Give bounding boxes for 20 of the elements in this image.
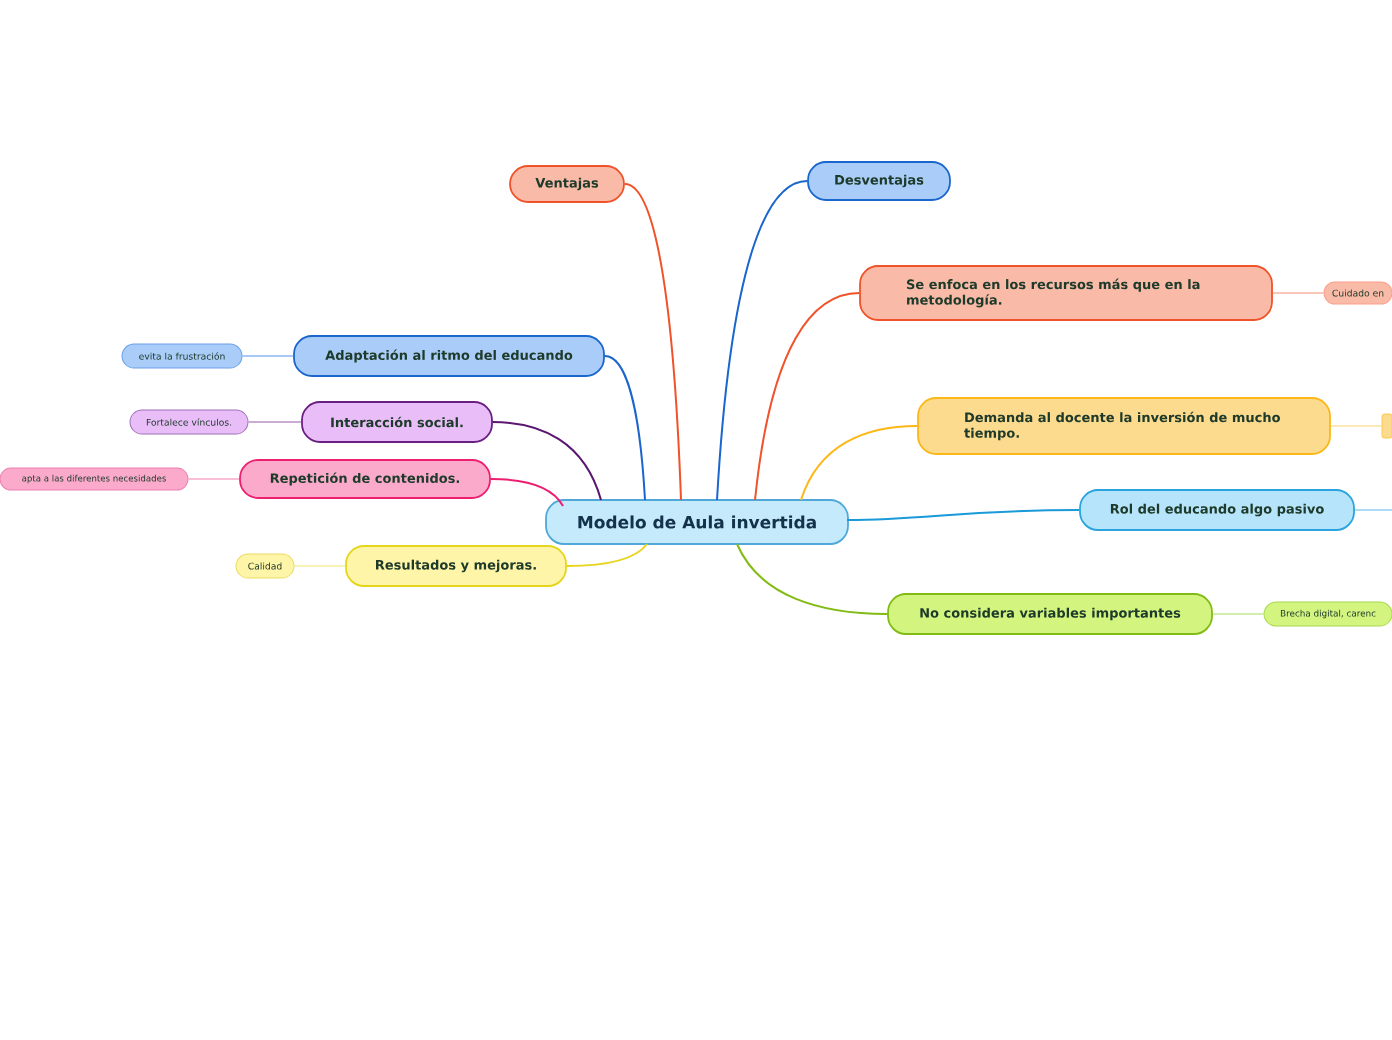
branch-line xyxy=(489,478,564,507)
branch-line xyxy=(241,355,294,357)
branch-line xyxy=(716,180,809,501)
branch-line xyxy=(736,543,889,615)
subtopic-box xyxy=(1381,413,1392,439)
branch-line xyxy=(1272,292,1325,294)
branch-line xyxy=(846,509,1081,521)
branch-line xyxy=(247,421,302,423)
branch-line xyxy=(603,355,646,501)
branch-line xyxy=(293,565,346,567)
branch-line xyxy=(1212,613,1265,615)
branch-line xyxy=(800,425,919,501)
branch-line xyxy=(623,183,682,501)
branch-line xyxy=(1330,425,1383,427)
branch-line xyxy=(491,421,602,501)
branch-line xyxy=(754,292,861,501)
branch-line xyxy=(187,478,240,480)
central-topic: Modelo de Aula invertida xyxy=(545,499,849,545)
branch-line xyxy=(565,543,648,567)
branch-line xyxy=(1354,509,1392,511)
